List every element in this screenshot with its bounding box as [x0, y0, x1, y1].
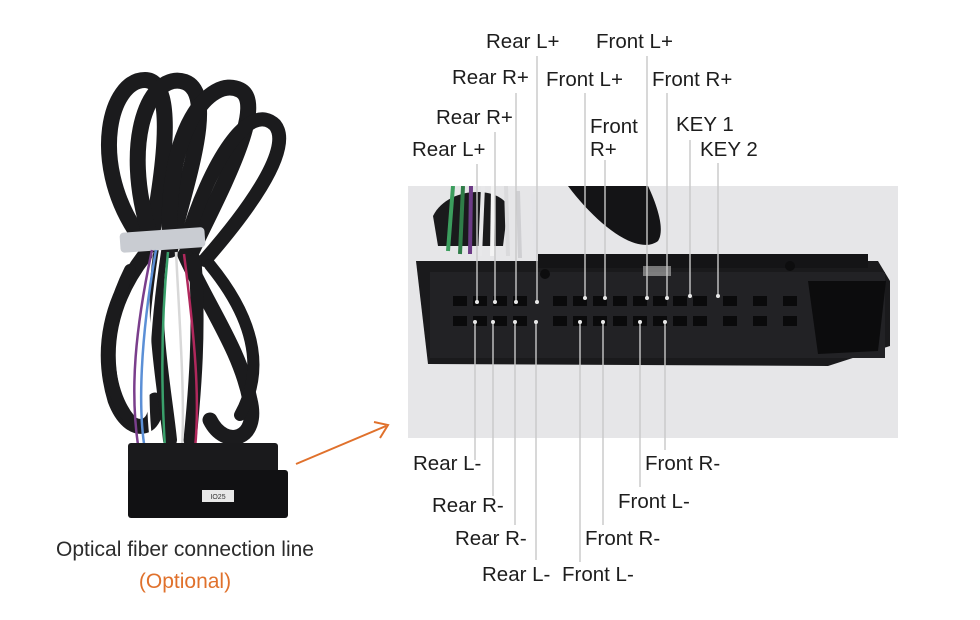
- label-rear-r-minus-2: Rear R-: [455, 527, 527, 550]
- label-front-r-plus-1-line2: R+: [590, 138, 617, 161]
- caption-optional: (Optional): [138, 570, 232, 593]
- pointer-arrow-icon: [295, 421, 390, 465]
- label-front-l-plus-1: Front L+: [546, 68, 623, 91]
- label-rear-r-plus-2: Rear R+: [452, 66, 529, 89]
- connector-tag: IO25: [210, 494, 225, 501]
- label-rear-l-minus-2: Rear L-: [482, 563, 551, 586]
- connector-closeup-photo: [408, 186, 898, 438]
- label-key-1: KEY 1: [676, 113, 734, 136]
- label-front-l-minus-2: Front L-: [618, 490, 690, 513]
- label-front-l-minus-1: Front L-: [562, 563, 634, 586]
- harness-photo: IO25: [100, 71, 288, 518]
- label-front-r-plus-2: Front R+: [652, 68, 733, 91]
- caption-title: Optical fiber connection line: [56, 538, 314, 561]
- label-front-r-minus-2: Front R-: [645, 452, 721, 475]
- label-key-2: KEY 2: [700, 138, 758, 161]
- label-rear-r-minus-1: Rear R-: [432, 494, 504, 517]
- label-front-r-minus-1: Front R-: [585, 527, 661, 550]
- label-front-r-plus-1-line1: Front: [590, 115, 638, 138]
- label-rear-l-plus-2: Rear L+: [486, 30, 560, 53]
- label-front-l-plus-2: Front L+: [596, 30, 673, 53]
- label-rear-l-minus-1: Rear L-: [413, 452, 482, 475]
- label-rear-r-plus-1: Rear R+: [436, 106, 513, 129]
- label-rear-l-plus-1: Rear L+: [412, 138, 486, 161]
